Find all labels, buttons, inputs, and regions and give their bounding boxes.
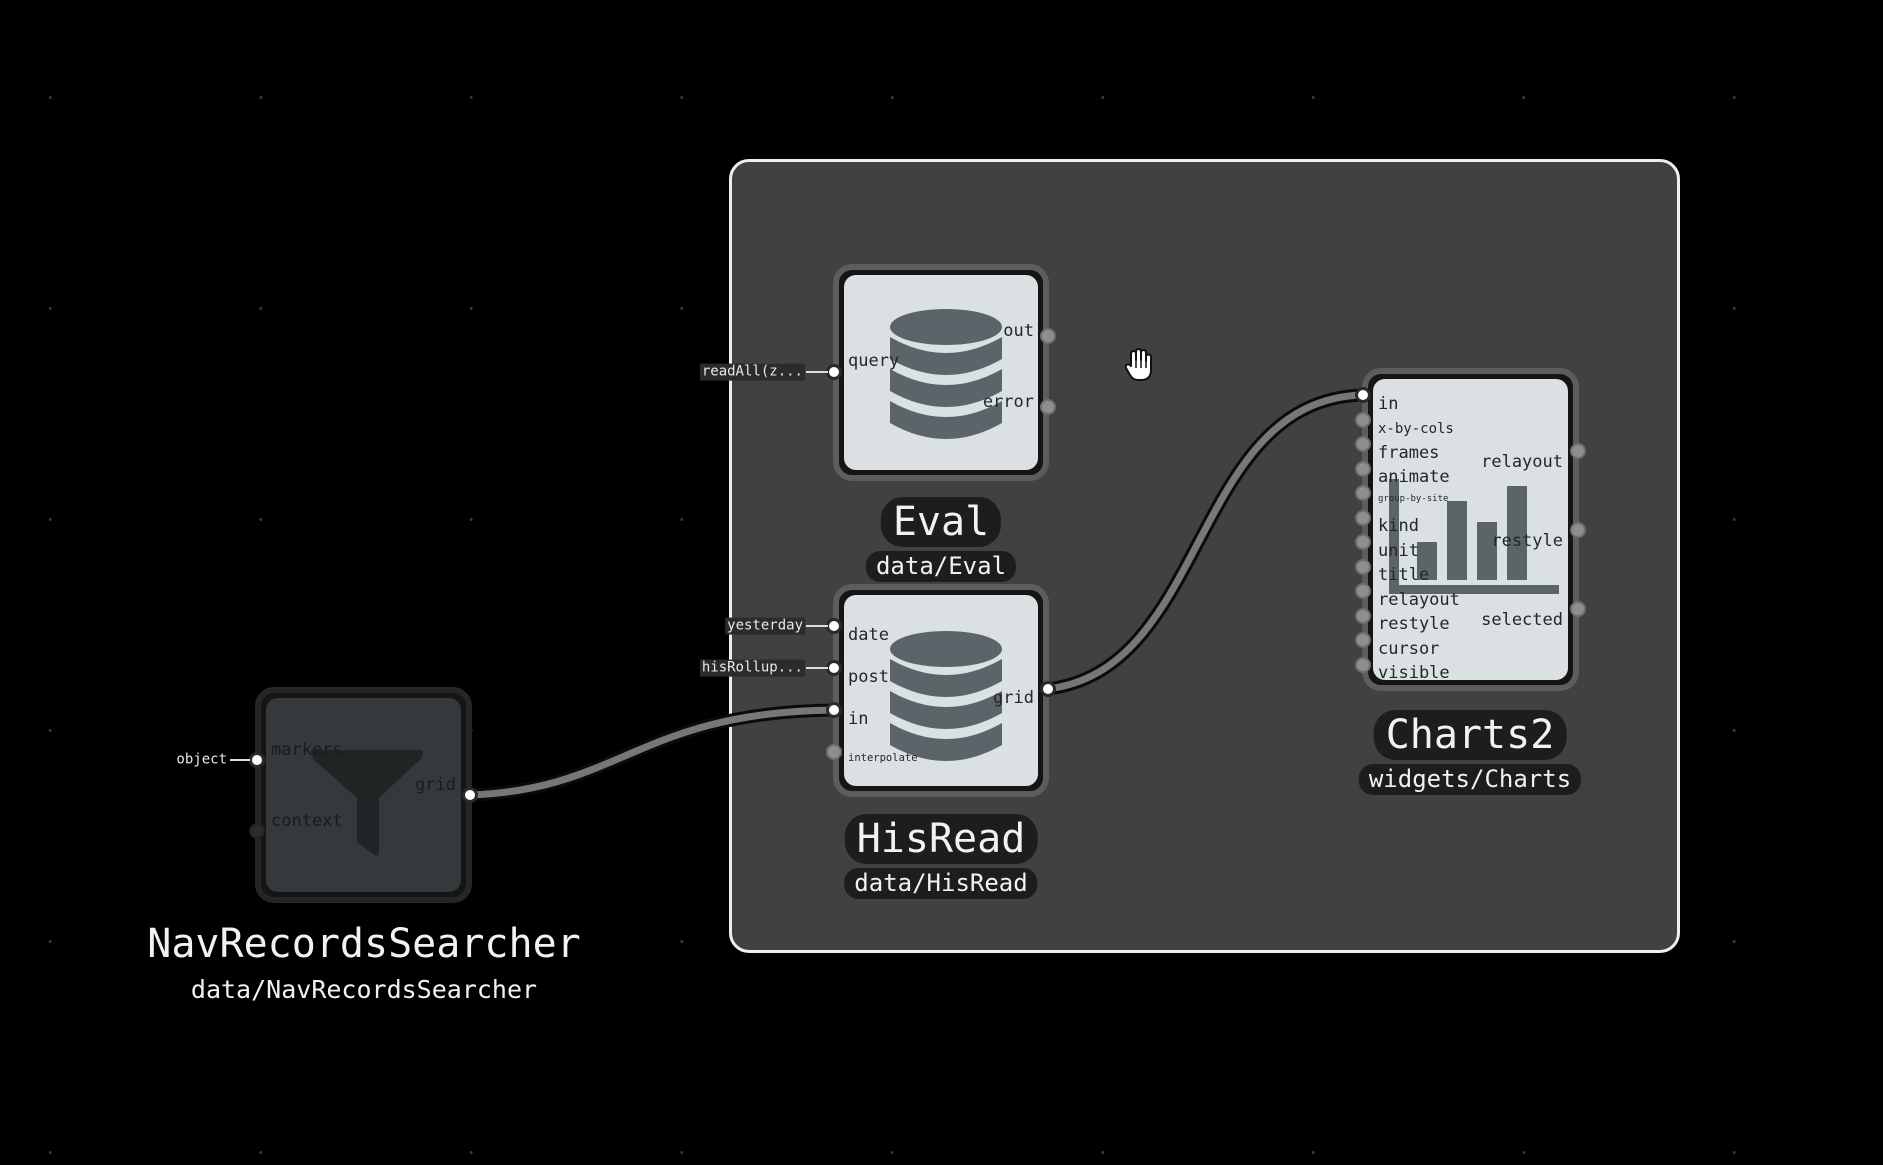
- hisread-input-label-post: post: [848, 667, 889, 687]
- navsearch-markers-value-connector: [230, 759, 250, 761]
- charts2-port-unit[interactable]: [1355, 534, 1371, 550]
- charts2-port-animate[interactable]: [1355, 461, 1371, 477]
- charts2-input-label-animate: animate: [1378, 467, 1450, 487]
- database-icon: [890, 631, 1002, 761]
- charts2-input-label-restyle: restyle: [1378, 614, 1450, 634]
- charts2-input-label-cursor: cursor: [1378, 639, 1440, 659]
- navsearch-port-context[interactable]: [249, 823, 265, 839]
- charts2-port-out-selected[interactable]: [1570, 601, 1586, 617]
- charts2-node[interactable]: in x-by-cols frames animate group-by-sit…: [1362, 368, 1579, 691]
- hisread-port-in[interactable]: [826, 702, 842, 718]
- navsearch-port-markers[interactable]: [249, 752, 265, 768]
- navsearch-node[interactable]: markers context grid: [255, 687, 472, 903]
- charts2-port-frames[interactable]: [1355, 436, 1371, 452]
- charts2-input-label-visible: visible: [1378, 663, 1450, 681]
- hisread-port-post[interactable]: [826, 660, 842, 676]
- database-icon: [890, 309, 1002, 439]
- eval-node-body: query out error: [844, 275, 1038, 470]
- eval-output-label-out: out: [1003, 321, 1034, 341]
- charts2-output-label-restyle: restyle: [1491, 531, 1563, 551]
- charts2-port-visible[interactable]: [1355, 657, 1371, 673]
- hisread-date-value[interactable]: yesterday: [725, 617, 805, 635]
- navsearch-node-title[interactable]: NavRecordsSearcher: [147, 921, 581, 967]
- hisread-input-label-in: in: [848, 709, 869, 729]
- charts2-input-label-x-by-cols: x-by-cols: [1378, 421, 1454, 437]
- hisread-input-label-interpolate: interpolate: [848, 752, 918, 764]
- charts2-output-label-selected: selected: [1481, 610, 1563, 630]
- charts2-input-label-frames: frames: [1378, 443, 1440, 463]
- eval-query-value[interactable]: readAll(z...: [699, 363, 805, 381]
- wire-navsearch-grid-to-hisread-in[interactable]: [463, 703, 841, 802]
- hisread-node[interactable]: date post in interpolate grid: [833, 584, 1049, 797]
- eval-port-query[interactable]: [826, 364, 842, 380]
- navsearch-output-label-grid: grid: [415, 775, 456, 795]
- hisread-node-body: date post in interpolate grid: [844, 595, 1038, 786]
- navsearch-node-body: markers context grid: [266, 698, 461, 892]
- eval-node[interactable]: query out error: [833, 264, 1049, 481]
- navsearch-node-type: data/NavRecordsSearcher: [190, 975, 538, 1004]
- navsearch-input-label-markers: markers: [271, 740, 343, 760]
- charts2-input-label-group-by-site: group-by-site: [1378, 494, 1449, 504]
- charts2-input-label-title: title: [1378, 565, 1430, 585]
- charts2-input-label-kind: kind: [1378, 516, 1419, 536]
- eval-query-value-connector: [806, 371, 828, 373]
- charts2-port-cursor[interactable]: [1355, 632, 1371, 648]
- charts2-input-label-unit: unit: [1378, 541, 1419, 561]
- navsearch-port-grid[interactable]: [462, 787, 478, 803]
- hisread-port-date[interactable]: [826, 618, 842, 634]
- wire-hisread-grid-to-charts2-in[interactable]: [1040, 388, 1370, 696]
- eval-port-out[interactable]: [1040, 328, 1056, 344]
- funnel-icon: [311, 750, 423, 856]
- eval-port-error[interactable]: [1040, 399, 1056, 415]
- charts2-port-group-by-site[interactable]: [1355, 485, 1371, 501]
- navsearch-markers-value[interactable]: object: [174, 751, 229, 769]
- wire-navsearch-grid-to-hisread-in-core: [466, 706, 838, 799]
- hisread-post-value[interactable]: hisRollup...: [699, 659, 805, 677]
- charts2-port-restyle[interactable]: [1355, 608, 1371, 624]
- grab-hand-cursor-icon: [1124, 348, 1152, 381]
- charts2-port-relayout[interactable]: [1355, 583, 1371, 599]
- charts2-node-type: widgets/Charts: [1358, 764, 1582, 795]
- hisread-node-title[interactable]: HisRead: [844, 814, 1038, 864]
- charts2-node-body: in x-by-cols frames animate group-by-sit…: [1373, 379, 1568, 680]
- hisread-date-value-connector: [806, 625, 828, 627]
- charts2-node-title[interactable]: Charts2: [1373, 710, 1567, 760]
- hisread-post-value-connector: [806, 667, 828, 669]
- eval-input-label-query: query: [848, 351, 900, 371]
- charts2-input-label-relayout: relayout: [1378, 590, 1460, 610]
- charts2-port-in[interactable]: [1355, 387, 1371, 403]
- navsearch-input-label-context: context: [271, 811, 343, 831]
- hisread-node-type: data/HisRead: [844, 868, 1038, 899]
- hisread-port-interpolate[interactable]: [826, 744, 842, 760]
- charts2-port-out-restyle[interactable]: [1570, 522, 1586, 538]
- eval-output-label-error: error: [982, 392, 1034, 412]
- eval-node-title[interactable]: Eval: [880, 497, 1002, 547]
- hisread-output-label-grid: grid: [993, 688, 1034, 708]
- wire-hisread-grid-to-charts2-in-core: [1043, 391, 1367, 693]
- hisread-input-label-date: date: [848, 625, 889, 645]
- charts2-port-x-by-cols[interactable]: [1355, 412, 1371, 428]
- charts2-port-title[interactable]: [1355, 559, 1371, 575]
- charts2-port-out-relayout[interactable]: [1570, 443, 1586, 459]
- charts2-output-label-relayout: relayout: [1481, 452, 1563, 472]
- charts2-port-kind[interactable]: [1355, 510, 1371, 526]
- bar-chart-icon: [1389, 479, 1559, 594]
- eval-node-type: data/Eval: [865, 551, 1017, 582]
- charts2-input-label-in: in: [1378, 394, 1399, 414]
- hisread-port-grid[interactable]: [1040, 681, 1056, 697]
